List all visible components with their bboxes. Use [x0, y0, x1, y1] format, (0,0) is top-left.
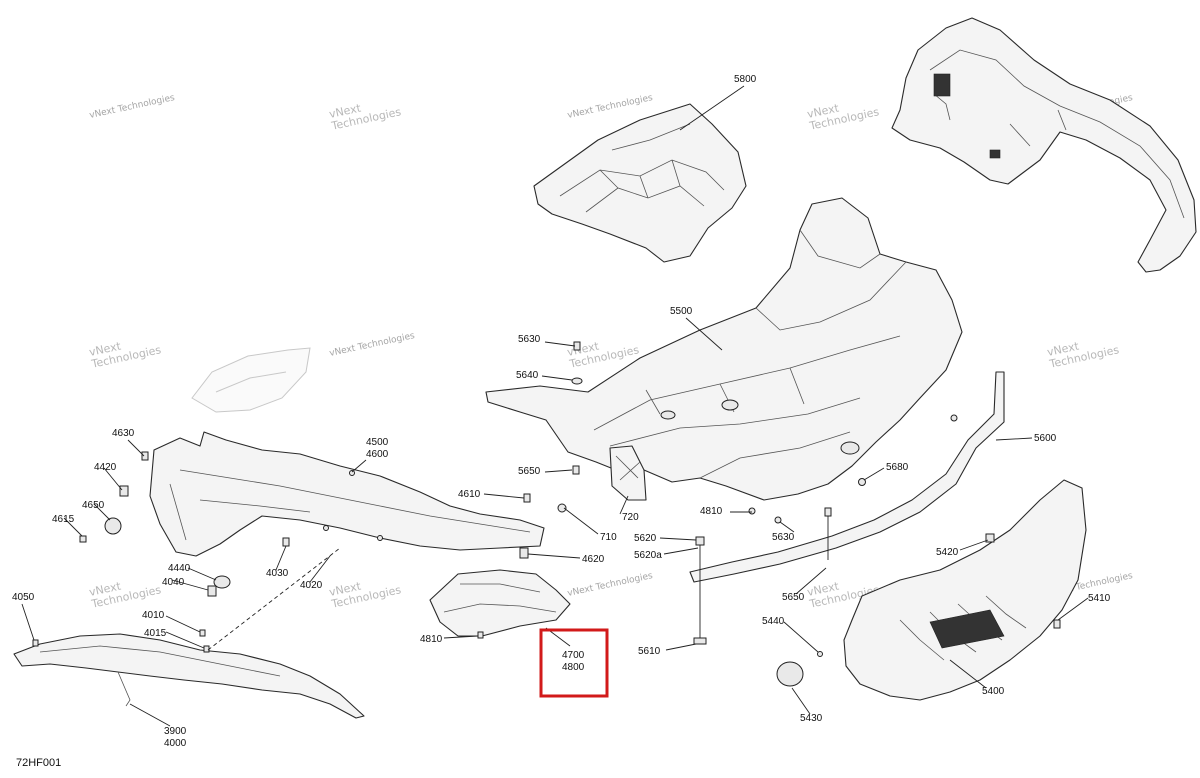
part-4700-under-panel [429, 569, 571, 637]
watermark: vNext Technologies [567, 93, 654, 121]
callout-4650: 4650 [82, 500, 105, 511]
callout-710: 710 [600, 532, 617, 543]
callout-4620: 4620 [582, 554, 605, 565]
callout-4810: 4810 [420, 634, 443, 645]
callout-4020: 4020 [300, 580, 323, 591]
part-ghost-reference [191, 347, 311, 413]
callout-5680: 5680 [886, 462, 909, 473]
part-5430-cap [776, 661, 804, 687]
callout-5430: 5430 [800, 713, 823, 724]
part-5500-floor-pan [485, 197, 963, 501]
callout-4050: 4050 [12, 592, 35, 603]
callout-4500: 4500 [366, 437, 389, 448]
callout-4420: 4420 [94, 462, 117, 473]
callout-5640: 5640 [516, 370, 539, 381]
callout-5600: 5600 [1034, 433, 1057, 444]
callout-720: 720 [622, 512, 639, 523]
callout-labels: 5800 5500 5630 5640 5650 5680 5600 710 7… [12, 74, 1111, 749]
part-5400-front-grille [843, 479, 1087, 701]
callout-5630: 5630 [518, 334, 541, 345]
callout-5630: 5630 [772, 532, 795, 543]
diagram-code: 72HF001 [16, 757, 61, 769]
callout-4000: 4000 [164, 738, 187, 749]
callout-4600: 4600 [366, 449, 389, 460]
callout-4010: 4010 [142, 610, 165, 621]
part-4500-side-panel [149, 431, 545, 557]
watermark: vNext Technologies [329, 331, 416, 359]
callout-4630: 4630 [112, 428, 135, 439]
callout-4800: 4800 [562, 662, 585, 673]
highlight-box [539, 628, 609, 698]
callout-5620: 5620 [634, 533, 657, 544]
callout-4615: 4615 [52, 514, 75, 525]
leader-lines [21, 85, 1089, 727]
callout-5410: 5410 [1088, 593, 1111, 604]
callout-4610: 4610 [458, 489, 481, 500]
callout-5420: 5420 [936, 547, 959, 558]
part-3900-skid-plate [13, 633, 365, 719]
part-rear-fender [891, 17, 1197, 273]
watermark: vNext Technologies [567, 571, 654, 599]
callout-5620a: 5620a [634, 550, 662, 561]
callout-5610: 5610 [638, 646, 661, 657]
watermark: vNext Technologies [89, 93, 176, 121]
hardware-fasteners [32, 341, 1061, 657]
callout-5500: 5500 [670, 306, 693, 317]
callout-4440: 4440 [168, 563, 191, 574]
callout-4040: 4040 [162, 577, 185, 588]
callout-4030: 4030 [266, 568, 289, 579]
part-720-bracket [609, 445, 647, 501]
callout-4700: 4700 [562, 650, 585, 661]
part-5800-tray [533, 103, 747, 263]
callout-4015: 4015 [144, 628, 167, 639]
callout-4810: 4810 [700, 506, 723, 517]
part-5600-rail [689, 371, 1005, 583]
callout-5650: 5650 [782, 592, 805, 603]
callout-5800: 5800 [734, 74, 757, 85]
callout-5440: 5440 [762, 616, 785, 627]
callout-3900: 3900 [164, 726, 187, 737]
callout-5650: 5650 [518, 466, 541, 477]
callout-5400: 5400 [982, 686, 1005, 697]
